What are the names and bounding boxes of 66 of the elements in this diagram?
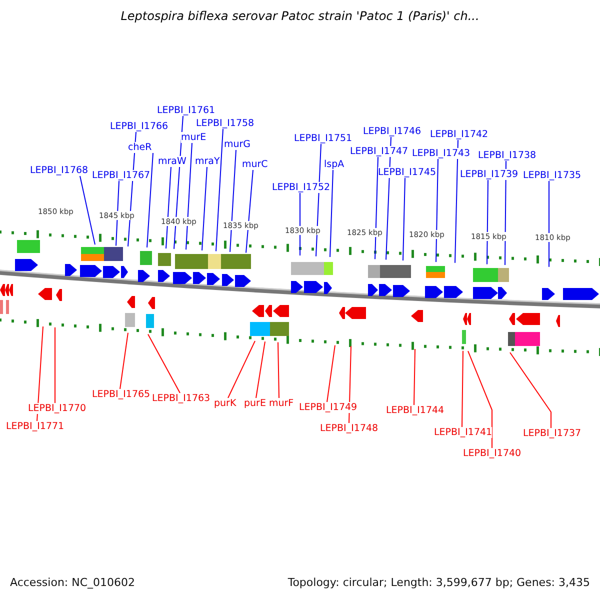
gene-label: LEPBI_I1758 (196, 118, 254, 129)
leader-line (468, 350, 492, 448)
gene-label: LEPBI_I1745 (378, 167, 436, 178)
leader-line (116, 180, 120, 246)
leader-line (256, 341, 266, 398)
gene-label: LEPBI_I1744 (386, 405, 444, 416)
leader-line (374, 156, 378, 260)
leader-line (414, 348, 416, 406)
gene-label: LEPBI_I1767 (92, 170, 150, 181)
gene-label: purE (244, 398, 266, 409)
leader-line (402, 178, 406, 261)
leader-line (462, 350, 464, 428)
gene-label: LEPBI_I1737 (523, 428, 582, 439)
leader-line (330, 170, 334, 258)
gene-label: LEPBI_I1765 (92, 389, 150, 400)
gene-label: LEPBI_I1738 (478, 150, 536, 161)
leader-line (230, 150, 236, 252)
gene-label: LEPBI_I1746 (363, 126, 422, 137)
gene-label: LEPBI_I1742 (430, 129, 488, 140)
leader-line (202, 166, 208, 251)
leader-line (454, 140, 458, 264)
leader-line (278, 342, 280, 398)
gene-label: LEPBI_I1735 (523, 170, 582, 181)
footer-text: Accession: NC_010602 (10, 576, 136, 589)
leader-line (148, 334, 180, 394)
leader-line (548, 180, 550, 268)
leader-line (436, 158, 438, 262)
gene-label: murE (181, 132, 206, 143)
gene-label: LEPBI_I1749 (299, 402, 358, 413)
gene-label: mraW (158, 156, 186, 167)
gene-label: murC (242, 159, 268, 170)
gene-label: murF (269, 398, 294, 409)
gene-label: LEPBI_I1743 (412, 148, 470, 159)
gene-label: LEPBI_I1763 (152, 393, 210, 404)
leader-line (246, 170, 254, 254)
gene-label: LEPBI_I1748 (320, 423, 378, 434)
gene-label: LEPBI_I1770 (28, 403, 86, 414)
gene-label: LEPBI_I1761 (157, 105, 216, 116)
gene-label: murG (224, 139, 251, 150)
gene-label: LEPBI_I1741 (434, 427, 492, 438)
gene-label: LEPBI_I1771 (6, 421, 64, 432)
leader-line (146, 152, 154, 248)
gene-label: LEPBI_I1766 (110, 121, 168, 132)
gene-label: mraY (195, 156, 220, 167)
gene-label: LEPBI_I1747 (350, 146, 408, 157)
leader-line (166, 166, 172, 249)
leader-line (486, 180, 488, 265)
gene-label: cheR (128, 142, 152, 153)
leader-line (326, 344, 336, 402)
gene-label: LEPBI_I1751 (294, 133, 352, 144)
gene-label: LEPBI_I1739 (460, 169, 518, 180)
leader-line (36, 326, 44, 422)
gene-label: purK (214, 398, 236, 409)
gene-label: LEPBI_I1752 (272, 182, 330, 193)
leader-line (186, 142, 192, 250)
leader-line (228, 340, 256, 398)
leader-line (80, 176, 96, 246)
leader-line (216, 128, 224, 252)
leader-line (510, 352, 552, 428)
gene-label: LEPBI_I1768 (30, 165, 88, 176)
gene-label: lspA (324, 159, 344, 170)
gene-label: LEPBI_I1740 (463, 448, 522, 459)
leader-line (54, 326, 56, 404)
leader-line (120, 332, 128, 390)
footer-text: Topology: circular; Length: 3,599,677 bp; Genes: 3,435 (288, 576, 590, 589)
chart-title: Leptospira biflexa serovar Patoc strain 'Patoc 1 (Paris)' ch... (120, 10, 480, 23)
